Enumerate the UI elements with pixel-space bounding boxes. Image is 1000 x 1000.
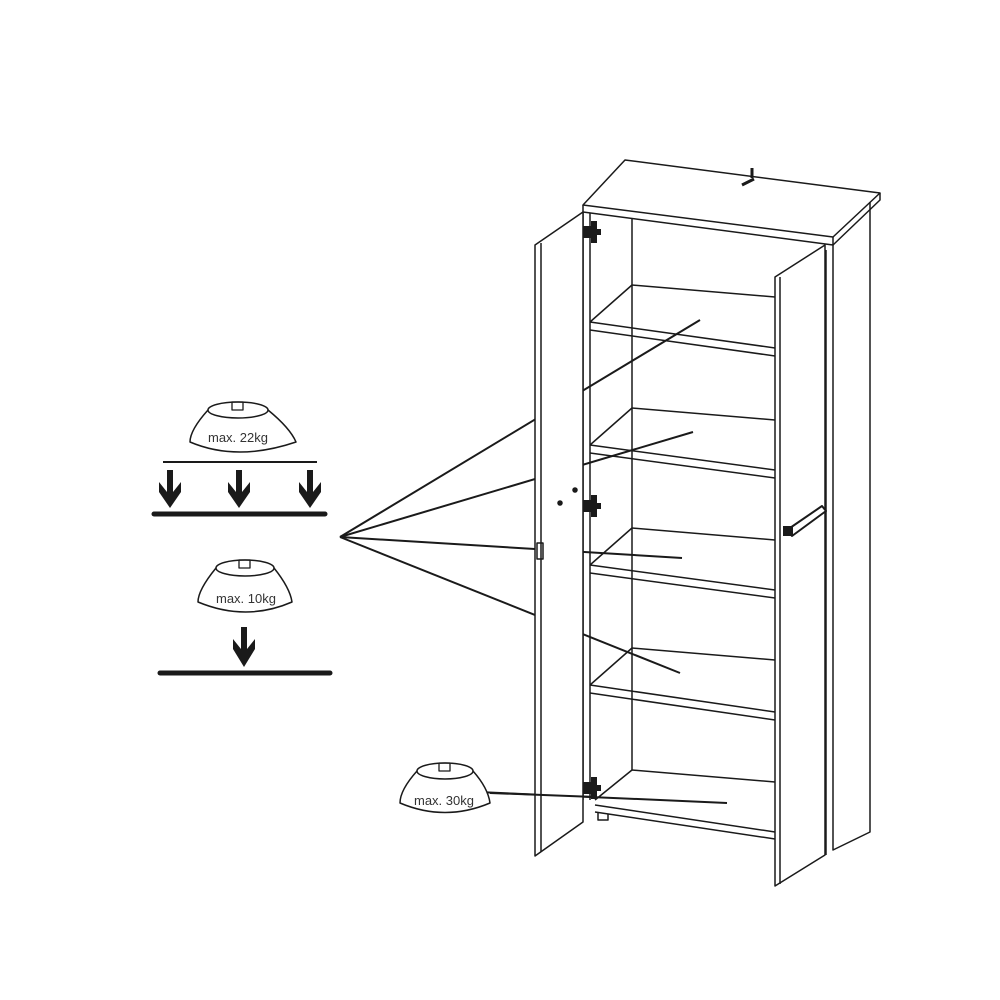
hinge-icons: [583, 221, 601, 799]
weight-handle-icon: [231, 401, 244, 411]
weight-label: max. 30kg: [414, 793, 474, 808]
down-arrow-icon: [233, 627, 255, 667]
weight-label: max. 10kg: [216, 591, 276, 606]
left-door: [534, 211, 584, 857]
weight-22kg: max. 22kg: [189, 401, 297, 453]
down-arrow-icon: [159, 470, 181, 508]
down-arrow-icons: [159, 470, 321, 508]
cabinet: [534, 159, 881, 887]
down-arrow-icon: [299, 470, 321, 508]
weight-label: max. 22kg: [208, 430, 268, 445]
shelves: [589, 284, 776, 840]
weight-handle-icon: [238, 559, 251, 569]
weight-handle-icon: [438, 762, 451, 772]
pointer-lines: [339, 319, 728, 804]
right-door: [774, 244, 827, 887]
weight-30kg: max. 30kg: [399, 762, 491, 814]
handle-icon: [783, 526, 793, 536]
down-arrow-icon: [228, 470, 250, 508]
weight-10kg: max. 10kg: [197, 559, 293, 613]
